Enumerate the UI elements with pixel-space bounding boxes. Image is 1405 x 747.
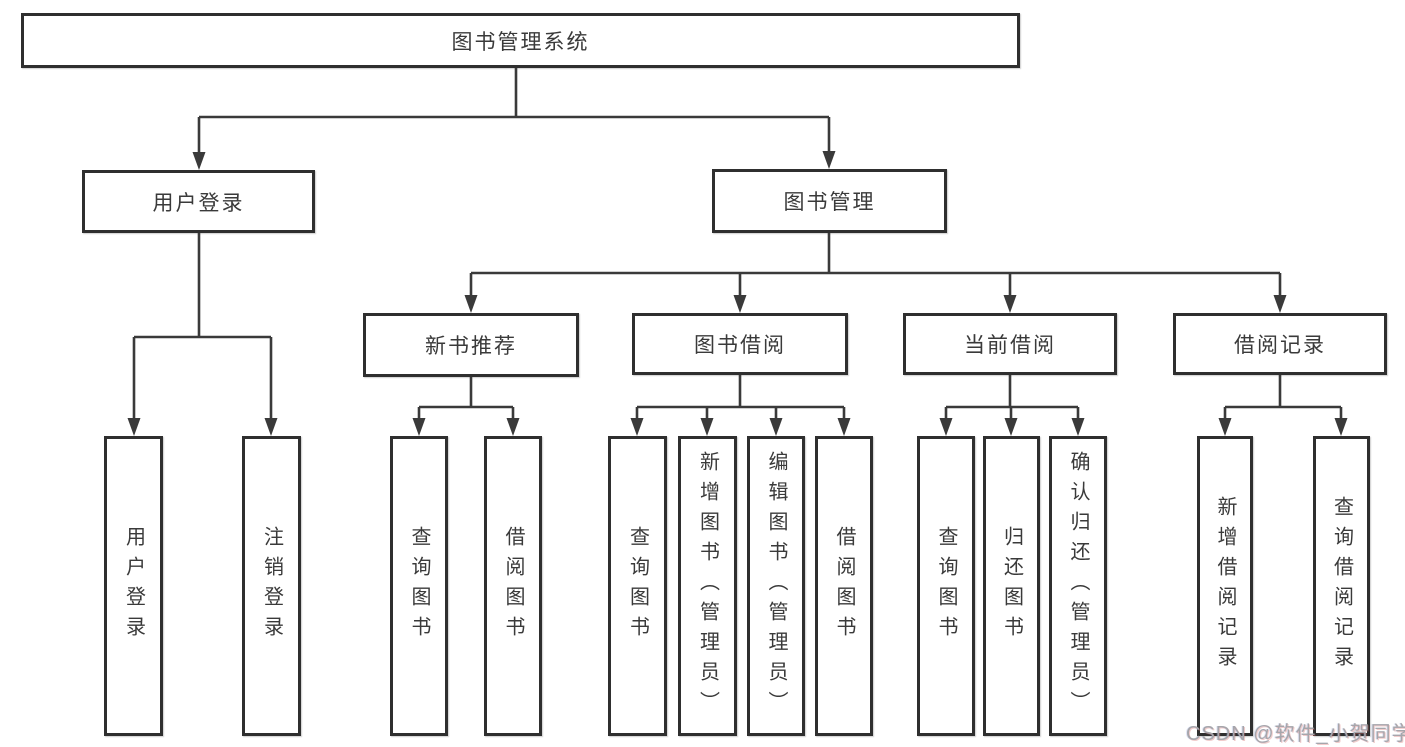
leaf-borrow-add-books-admin: 新增图书（管理员） [678, 436, 737, 736]
node-new-book-recommend: 新书推荐 [363, 313, 579, 377]
node-borrow-record: 借阅记录 [1173, 313, 1387, 375]
node-book-borrow: 图书借阅 [632, 313, 848, 375]
leaf-record-query: 查询借阅记录 [1313, 436, 1370, 736]
leaf-borrow-borrow-books: 借阅图书 [815, 436, 873, 736]
node-book-management: 图书管理 [712, 169, 947, 233]
leaf-user-login: 用户登录 [104, 436, 163, 736]
leaf-record-add: 新增借阅记录 [1197, 436, 1253, 736]
csdn-watermark: CSDN @软件_小贺同学 [1186, 723, 1405, 745]
leaf-current-return-books: 归还图书 [983, 436, 1040, 736]
leaf-logout: 注销登录 [242, 436, 301, 736]
leaf-newbook-borrow-books: 借阅图书 [484, 436, 542, 736]
node-current-borrow: 当前借阅 [903, 313, 1117, 375]
node-user-login: 用户登录 [82, 170, 315, 233]
arrowhead-icons [127, 151, 1348, 436]
leaf-borrow-query-books: 查询图书 [608, 436, 667, 736]
leaf-borrow-edit-books-admin: 编辑图书（管理员） [747, 436, 805, 736]
leaf-newbook-query-books: 查询图书 [390, 436, 448, 736]
node-root: 图书管理系统 [21, 13, 1020, 68]
leaf-current-query-books: 查询图书 [917, 436, 975, 736]
leaf-current-confirm-return-admin: 确认归还（管理员） [1049, 436, 1107, 736]
